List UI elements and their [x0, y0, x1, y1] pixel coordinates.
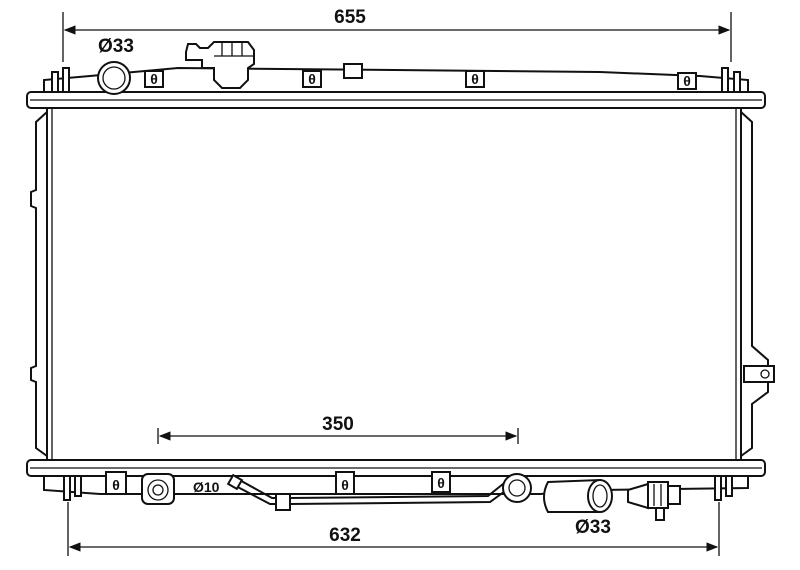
dimension-overall-width: 655: [62, 7, 732, 62]
svg-text:θ: θ: [471, 71, 479, 87]
svg-text:θ: θ: [150, 71, 158, 87]
small-pipe: [226, 473, 532, 511]
filler-cap: [185, 41, 255, 89]
bottom-outlet-pipe: [543, 478, 613, 513]
svg-text:θ: θ: [308, 71, 316, 87]
svg-text:θ: θ: [341, 477, 349, 493]
small-pipe-diameter-label: Ø10: [193, 479, 220, 495]
right-side-rail: [740, 111, 775, 457]
drain-plug: [141, 473, 175, 505]
bottom-outlet-diameter-label: Ø33: [575, 517, 611, 538]
svg-text:θ: θ: [683, 73, 691, 89]
bottom-tank: θ θ θ: [26, 459, 766, 505]
top-inlet-pipe: [97, 61, 131, 95]
top-tank: θ θ θ θ: [26, 61, 766, 109]
svg-text:θ: θ: [437, 475, 445, 491]
left-side-rail: [30, 111, 48, 457]
svg-text:θ: θ: [112, 477, 120, 493]
transmission-fitting: [627, 481, 681, 521]
radiator-core: [46, 107, 742, 461]
top-inlet-diameter-label: Ø33: [98, 36, 134, 57]
dimension-inner-width: 632: [67, 502, 720, 556]
inner-width-label: 632: [329, 525, 361, 546]
overall-width-label: 655: [334, 7, 366, 28]
dimension-hose-span: 350: [157, 414, 519, 444]
hose-span-label: 350: [322, 414, 354, 435]
